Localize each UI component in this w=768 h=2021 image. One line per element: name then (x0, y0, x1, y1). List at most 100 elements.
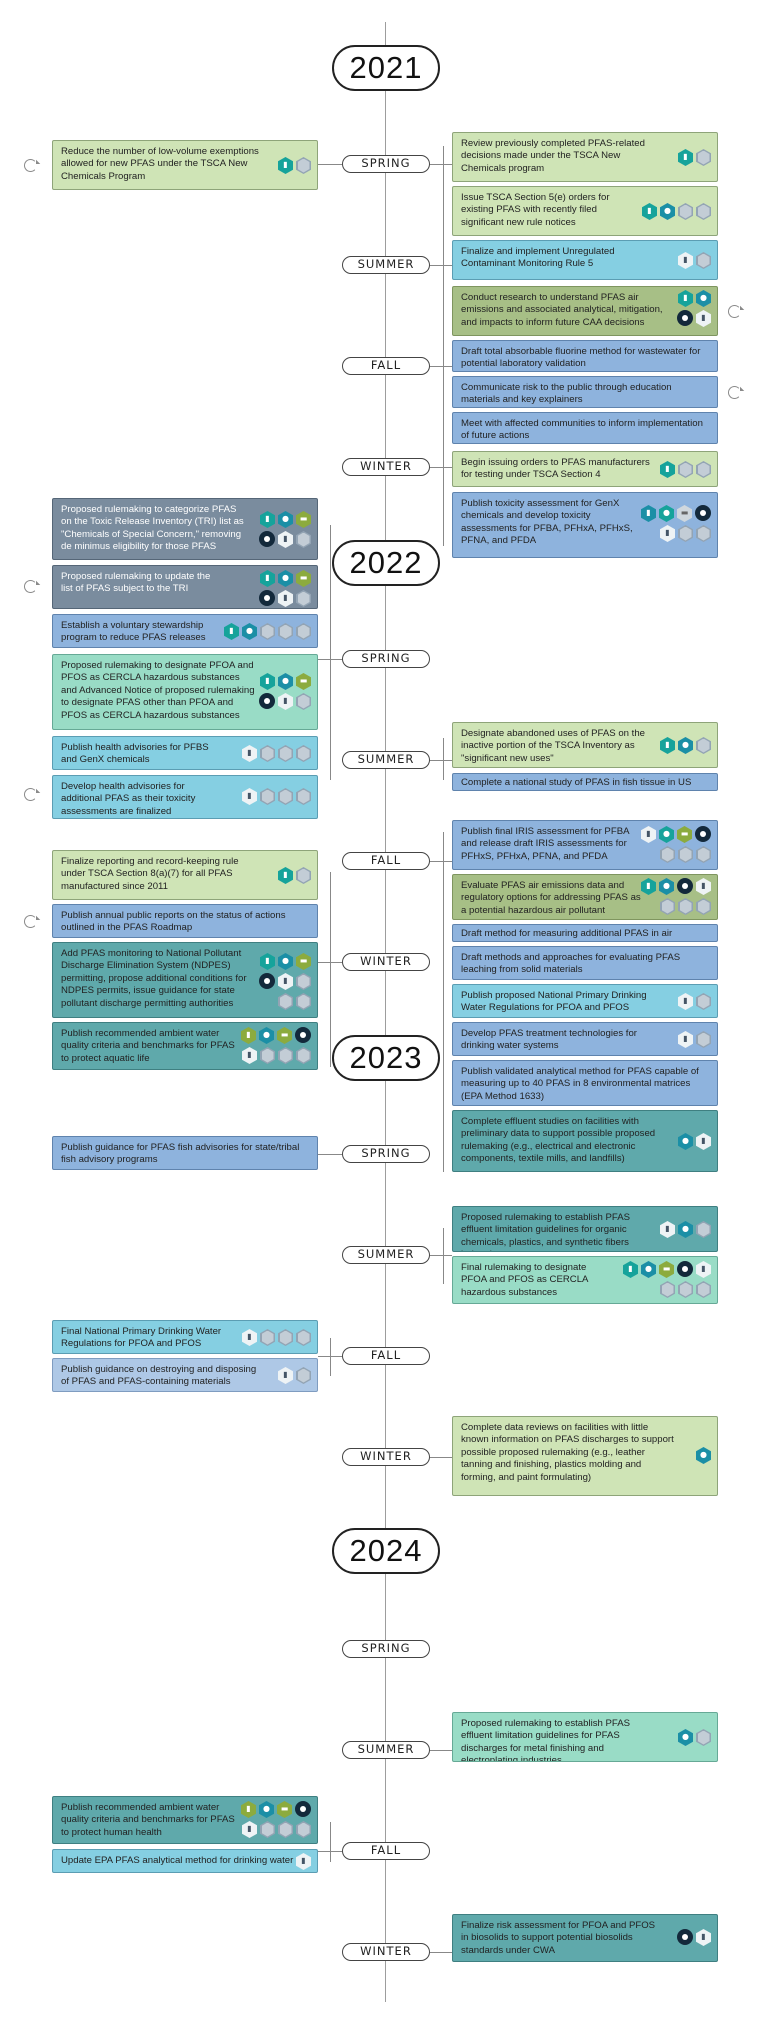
action-card[interactable]: Communicate risk to the public through e… (452, 376, 718, 408)
category-hexagon-icon (278, 993, 293, 1010)
action-card[interactable]: Proposed rulemaking to establish PFAS ef… (452, 1206, 718, 1252)
category-hexagon-icon (696, 737, 711, 754)
action-card[interactable]: Publish validated analytical method for … (452, 1060, 718, 1106)
category-hexagon-icon (660, 846, 675, 863)
gear-icon (295, 1027, 311, 1043)
action-text: Communicate risk to the public through e… (461, 382, 672, 406)
action-card[interactable]: Publish recommended ambient water qualit… (52, 1796, 318, 1844)
action-text: Designate abandoned uses of PFAS on the … (461, 728, 646, 764)
action-text: Begin issuing orders to PFAS manufacture… (461, 457, 650, 481)
category-hexagon-icon: ▮ (678, 149, 693, 166)
action-card[interactable]: Publish health advisories for PFBS and G… (52, 736, 318, 770)
action-card[interactable]: Draft method for measuring additional PF… (452, 924, 718, 942)
season-fall-2024: FALL (342, 1842, 430, 1860)
category-hexagon-icon: ▮ (678, 252, 693, 269)
connector (443, 1228, 444, 1284)
category-hexagon-icon: ▬ (277, 1027, 292, 1044)
connector (318, 1154, 342, 1155)
action-card[interactable]: Draft methods and approaches for evaluat… (452, 946, 718, 980)
action-card[interactable]: Begin issuing orders to PFAS manufacture… (452, 451, 718, 487)
action-card[interactable]: Final rulemaking to designate PFOA and P… (452, 1256, 718, 1304)
category-hexagon-icon (260, 1047, 275, 1064)
action-card[interactable]: Complete a national study of PFAS in fis… (452, 773, 718, 791)
action-text: Publish toxicity assessment for GenX che… (461, 498, 633, 547)
action-card[interactable]: Conduct research to understand PFAS air … (452, 286, 718, 336)
action-card[interactable]: Develop PFAS treatment technologies for … (452, 1022, 718, 1056)
action-card[interactable]: Proposed rulemaking to update the list o… (52, 565, 318, 609)
category-hexagon-icon (678, 525, 693, 542)
action-card[interactable]: Complete data reviews on facilities with… (452, 1416, 718, 1496)
action-text: Update EPA PFAS analytical method for dr… (61, 1855, 294, 1866)
category-hexagon-icon (678, 203, 693, 220)
action-card[interactable]: Evaluate PFAS air emissions data and reg… (452, 874, 718, 920)
action-card[interactable]: Proposed rulemaking to designate PFOA an… (52, 654, 318, 730)
action-card[interactable]: Publish proposed National Primary Drinki… (452, 984, 718, 1018)
category-hexagon-icon: ● (259, 1027, 274, 1044)
category-hexagon-icon (260, 788, 275, 805)
connector (430, 164, 452, 165)
category-hexagon-icon (296, 157, 311, 174)
action-card[interactable]: Designate abandoned uses of PFAS on the … (452, 722, 718, 768)
connector (430, 1457, 452, 1458)
action-text: Establish a voluntary stewardship progra… (61, 620, 206, 644)
gear-icon (677, 878, 693, 894)
category-hexagon-icon: ▮ (278, 590, 293, 607)
category-hexagon-icon: ▮ (660, 1221, 675, 1238)
action-card[interactable]: Issue TSCA Section 5(e) orders for exist… (452, 186, 718, 236)
gear-icon (677, 310, 693, 326)
year-2023: 2023 (332, 1035, 440, 1081)
category-hexagon-icon: ▮ (242, 788, 257, 805)
action-card[interactable]: Publish annual public reports on the sta… (52, 904, 318, 938)
category-hexagon-icon (278, 1821, 293, 1838)
action-text: Publish proposed National Primary Drinki… (461, 990, 647, 1014)
action-card[interactable]: Publish guidance on destroying and dispo… (52, 1358, 318, 1392)
category-hexagon-icon: ▮ (623, 1261, 638, 1278)
action-card[interactable]: Review previously completed PFAS-related… (452, 132, 718, 182)
action-card[interactable]: Meet with affected communities to inform… (452, 412, 718, 444)
action-card[interactable]: Final National Primary Drinking Water Re… (52, 1320, 318, 1354)
category-hexagon-icon: ▮ (224, 623, 239, 640)
category-hexagon-icon (696, 1221, 711, 1238)
gear-icon (295, 1801, 311, 1817)
action-card[interactable]: Complete effluent studies on facilities … (452, 1110, 718, 1172)
category-hexagon-icon (296, 1047, 311, 1064)
action-text: Publish validated analytical method for … (461, 1066, 699, 1102)
category-hexagon-icon (696, 203, 711, 220)
action-card[interactable]: Publish recommended ambient water qualit… (52, 1022, 318, 1070)
ongoing-cycle-icon (24, 159, 37, 172)
connector (443, 832, 444, 1172)
action-card[interactable]: Draft total absorbable fluorine method f… (452, 340, 718, 372)
action-card[interactable]: Finalize reporting and record-keeping ru… (52, 850, 318, 900)
action-text: Finalize risk assessment for PFOA and PF… (461, 1920, 656, 1956)
action-card[interactable]: Establish a voluntary stewardship progra… (52, 614, 318, 648)
action-card[interactable]: Publish guidance for PFAS fish advisorie… (52, 1136, 318, 1170)
connector (330, 1822, 331, 1862)
category-hexagon-icon (296, 1821, 311, 1838)
category-hexagon-icon: ▮ (678, 290, 693, 307)
season-spring-2023: SPRING (342, 1145, 430, 1163)
category-hexagon-icon (678, 846, 693, 863)
action-text: Publish final IRIS assessment for PFBA a… (461, 826, 629, 862)
action-card[interactable]: Develop health advisories for additional… (52, 775, 318, 819)
category-hexagon-icon (296, 693, 311, 710)
action-text: Reduce the number of low-volume exemptio… (61, 146, 259, 182)
action-card[interactable]: Finalize and implement Unregulated Conta… (452, 240, 718, 280)
season-winter-2021: WINTER (342, 458, 430, 476)
category-hexagon-icon: ▬ (677, 505, 692, 522)
action-card[interactable]: Publish final IRIS assessment for PFBA a… (452, 820, 718, 870)
category-hexagon-icon: ▮ (642, 203, 657, 220)
action-card[interactable]: Proposed rulemaking to establish PFAS ef… (452, 1712, 718, 1762)
action-text: Finalize reporting and record-keeping ru… (61, 856, 239, 892)
category-hexagon-icon: ▮ (696, 1929, 711, 1946)
ongoing-cycle-icon (728, 305, 741, 318)
action-card[interactable]: Finalize risk assessment for PFOA and PF… (452, 1914, 718, 1962)
action-card[interactable]: Reduce the number of low-volume exemptio… (52, 140, 318, 190)
action-card[interactable]: Update EPA PFAS analytical method for dr… (52, 1849, 318, 1873)
category-hexagon-icon: ▮ (278, 157, 293, 174)
action-card[interactable]: Add PFAS monitoring to National Pollutan… (52, 942, 318, 1018)
action-card[interactable]: Publish toxicity assessment for GenX che… (452, 492, 718, 558)
category-hexagon-icon: ● (678, 1133, 693, 1150)
action-card[interactable]: Proposed rulemaking to categorize PFAS o… (52, 498, 318, 560)
gear-icon (259, 973, 275, 989)
